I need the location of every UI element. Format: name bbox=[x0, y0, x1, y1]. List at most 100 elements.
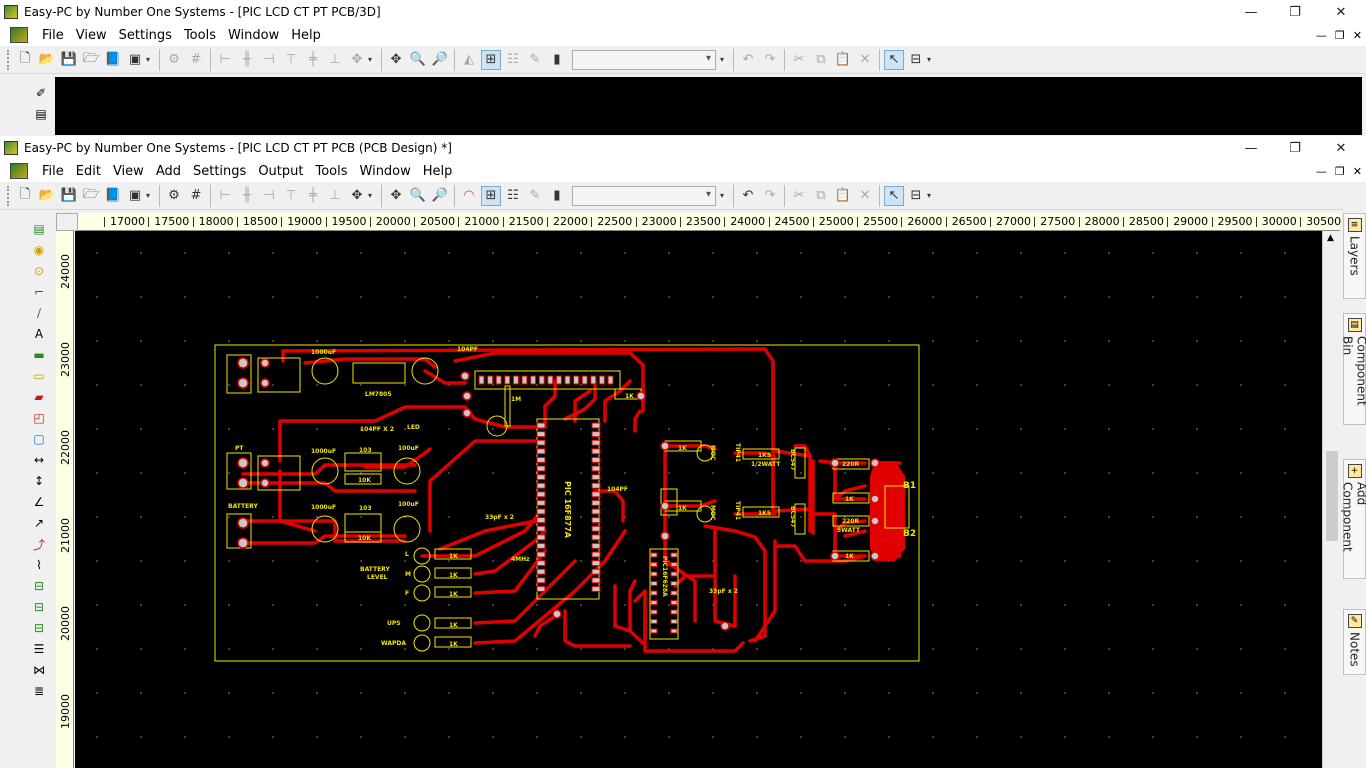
toolbar-grip[interactable] bbox=[7, 185, 11, 206]
select-filter-icon[interactable]: ⊟ bbox=[910, 188, 922, 203]
new-file-icon[interactable]: 🗋 bbox=[19, 50, 31, 66]
add-board-tool-icon[interactable]: ▢ bbox=[33, 432, 45, 446]
move-icon[interactable]: ✥ bbox=[351, 52, 363, 67]
pencil-tool-icon[interactable]: ✐ bbox=[35, 86, 47, 100]
align-right-icon[interactable]: ⊣ bbox=[263, 52, 275, 67]
new-file-icon[interactable]: 🗋 bbox=[19, 186, 31, 202]
move-icon[interactable]: ✥ bbox=[351, 188, 363, 203]
save-icon[interactable]: 💾 bbox=[60, 52, 78, 67]
menu-view[interactable]: View bbox=[112, 163, 144, 179]
open-folder-icon[interactable]: 📂 bbox=[38, 188, 56, 203]
component-icon[interactable]: ▮ bbox=[553, 188, 561, 203]
add-line-tool-icon[interactable]: ∕ bbox=[36, 306, 42, 320]
tab-layers[interactable]: ≡ Layers bbox=[1343, 213, 1366, 299]
menu-file[interactable]: File bbox=[42, 27, 64, 43]
component-icon[interactable]: ▮ bbox=[553, 52, 561, 67]
cut-icon[interactable]: ✂ bbox=[793, 188, 805, 203]
mdi-restore-button[interactable]: ❐ bbox=[1334, 28, 1345, 42]
save-all-icon[interactable]: 🗁 bbox=[82, 50, 100, 66]
cut-icon[interactable]: ✂ bbox=[793, 52, 805, 67]
pcb-canvas[interactable]: 1000uF 104PF LM7805 104PF X 2 LED 1K PT … bbox=[75, 231, 1322, 768]
menu-tools[interactable]: Tools bbox=[315, 163, 348, 179]
align-top-icon[interactable]: ⊤ bbox=[285, 52, 297, 67]
delete-icon[interactable]: ✕ bbox=[859, 188, 871, 203]
menu-settings[interactable]: Settings bbox=[118, 27, 172, 43]
canvas-3d[interactable] bbox=[55, 77, 1362, 135]
menu-help[interactable]: Help bbox=[422, 163, 453, 179]
copy-icon[interactable]: ⧉ bbox=[816, 52, 826, 67]
mdi-minimize-button[interactable]: — bbox=[1315, 164, 1327, 178]
select-arrow-icon[interactable]: ↖ bbox=[884, 49, 904, 70]
add-shape-tool-icon[interactable]: ▬ bbox=[33, 348, 45, 362]
add-component-tool-icon[interactable]: ▤ bbox=[33, 222, 45, 236]
pan-icon[interactable]: ✥ bbox=[390, 52, 402, 67]
tab-notes[interactable]: ✎ Notes bbox=[1343, 609, 1366, 675]
properties-icon[interactable]: ☷ bbox=[507, 188, 519, 203]
menu-window[interactable]: Window bbox=[227, 27, 280, 43]
menu-settings[interactable]: Settings bbox=[192, 163, 247, 179]
route-icon[interactable]: ⋈ bbox=[33, 663, 45, 677]
layer-select[interactable] bbox=[572, 49, 716, 70]
dimension-arc-icon[interactable]: ⤴ bbox=[32, 537, 45, 552]
add-via-tool-icon[interactable]: ⊙ bbox=[33, 264, 45, 278]
toolbar-grip[interactable] bbox=[7, 49, 11, 70]
title-bar-pcb[interactable]: Easy-PC by Number One Systems - [PIC LCD… bbox=[0, 136, 1366, 160]
pen-icon[interactable]: ✎ bbox=[529, 52, 541, 67]
scroll-thumb[interactable] bbox=[1326, 451, 1338, 541]
add-area-tool-icon[interactable]: ▭ bbox=[33, 369, 45, 383]
add-pad-tool-icon[interactable]: ◉ bbox=[33, 243, 45, 257]
menu-file[interactable]: File bbox=[42, 163, 64, 179]
add-cutout-tool-icon[interactable]: ◰ bbox=[33, 411, 45, 425]
view-layer-3-icon[interactable]: ⊟ bbox=[33, 621, 45, 635]
grid-icon[interactable]: # bbox=[190, 188, 202, 203]
align-top-icon[interactable]: ⊤ bbox=[285, 188, 297, 203]
toolbar-dropdown[interactable]: ▾ bbox=[146, 191, 151, 200]
mdi-close-button[interactable]: ✕ bbox=[1352, 164, 1362, 178]
dimension-radius-icon[interactable]: ↗ bbox=[33, 516, 45, 530]
vertical-scrollbar[interactable]: ▲ bbox=[1322, 231, 1340, 768]
zoom-in-icon[interactable]: 🔍 bbox=[409, 188, 427, 203]
menu-output[interactable]: Output bbox=[258, 163, 304, 179]
add-text-tool-icon[interactable]: A bbox=[34, 327, 44, 341]
align-middle-icon[interactable]: ╪ bbox=[309, 188, 317, 203]
close-button[interactable]: ✕ bbox=[1335, 140, 1347, 156]
tab-component-bin[interactable]: ▤ Component Bin bbox=[1341, 313, 1366, 425]
menu-add[interactable]: Add bbox=[155, 163, 181, 179]
close-button[interactable]: ✕ bbox=[1335, 4, 1347, 20]
dimension-vertical-icon[interactable]: ↕ bbox=[33, 474, 45, 488]
grid-icon[interactable]: # bbox=[190, 52, 202, 67]
report-icon[interactable]: ≣ bbox=[33, 684, 45, 698]
align-middle-icon[interactable]: ╪ bbox=[309, 52, 317, 67]
paste-icon[interactable]: 📋 bbox=[834, 52, 852, 67]
align-left-icon[interactable]: ⊢ bbox=[219, 188, 231, 203]
colour-layers-icon[interactable]: ◠ bbox=[463, 188, 475, 203]
view-layer-1-icon[interactable]: ⊟ bbox=[33, 579, 45, 593]
menu-view[interactable]: View bbox=[75, 27, 107, 43]
pan-icon[interactable]: ✥ bbox=[390, 188, 402, 203]
align-center-icon[interactable]: ╫ bbox=[243, 52, 251, 67]
align-bottom-icon[interactable]: ⊥ bbox=[329, 52, 341, 67]
minimize-button[interactable]: — bbox=[1244, 4, 1258, 20]
netlist-icon[interactable]: ☰ bbox=[33, 642, 45, 656]
menu-help[interactable]: Help bbox=[291, 27, 321, 43]
zoom-out-icon[interactable]: 🔎 bbox=[431, 188, 449, 203]
undo-icon[interactable]: ↶ bbox=[742, 52, 754, 67]
library-icon[interactable]: 📘 bbox=[104, 52, 122, 67]
add-copper-tool-icon[interactable]: ▰ bbox=[34, 390, 44, 404]
document-icon[interactable] bbox=[10, 27, 28, 43]
document-icon[interactable] bbox=[10, 163, 28, 179]
mdi-close-button[interactable]: ✕ bbox=[1352, 28, 1362, 42]
menu-edit[interactable]: Edit bbox=[75, 163, 101, 179]
layer-select[interactable] bbox=[572, 185, 716, 206]
undo-icon[interactable]: ↶ bbox=[742, 188, 754, 203]
open-folder-icon[interactable]: 📂 bbox=[38, 52, 56, 67]
properties-icon[interactable]: ☷ bbox=[507, 52, 519, 67]
dimension-horizontal-icon[interactable]: ↔ bbox=[33, 453, 45, 467]
save-icon[interactable]: 💾 bbox=[60, 188, 78, 203]
scroll-up-arrow-icon[interactable]: ▲ bbox=[1327, 233, 1334, 243]
align-right-icon[interactable]: ⊣ bbox=[263, 188, 275, 203]
layer-tool-icon[interactable]: ▤ bbox=[35, 107, 47, 121]
zoom-in-icon[interactable]: 🔍 bbox=[409, 52, 427, 67]
redo-icon[interactable]: ↷ bbox=[764, 188, 776, 203]
align-bottom-icon[interactable]: ⊥ bbox=[329, 188, 341, 203]
